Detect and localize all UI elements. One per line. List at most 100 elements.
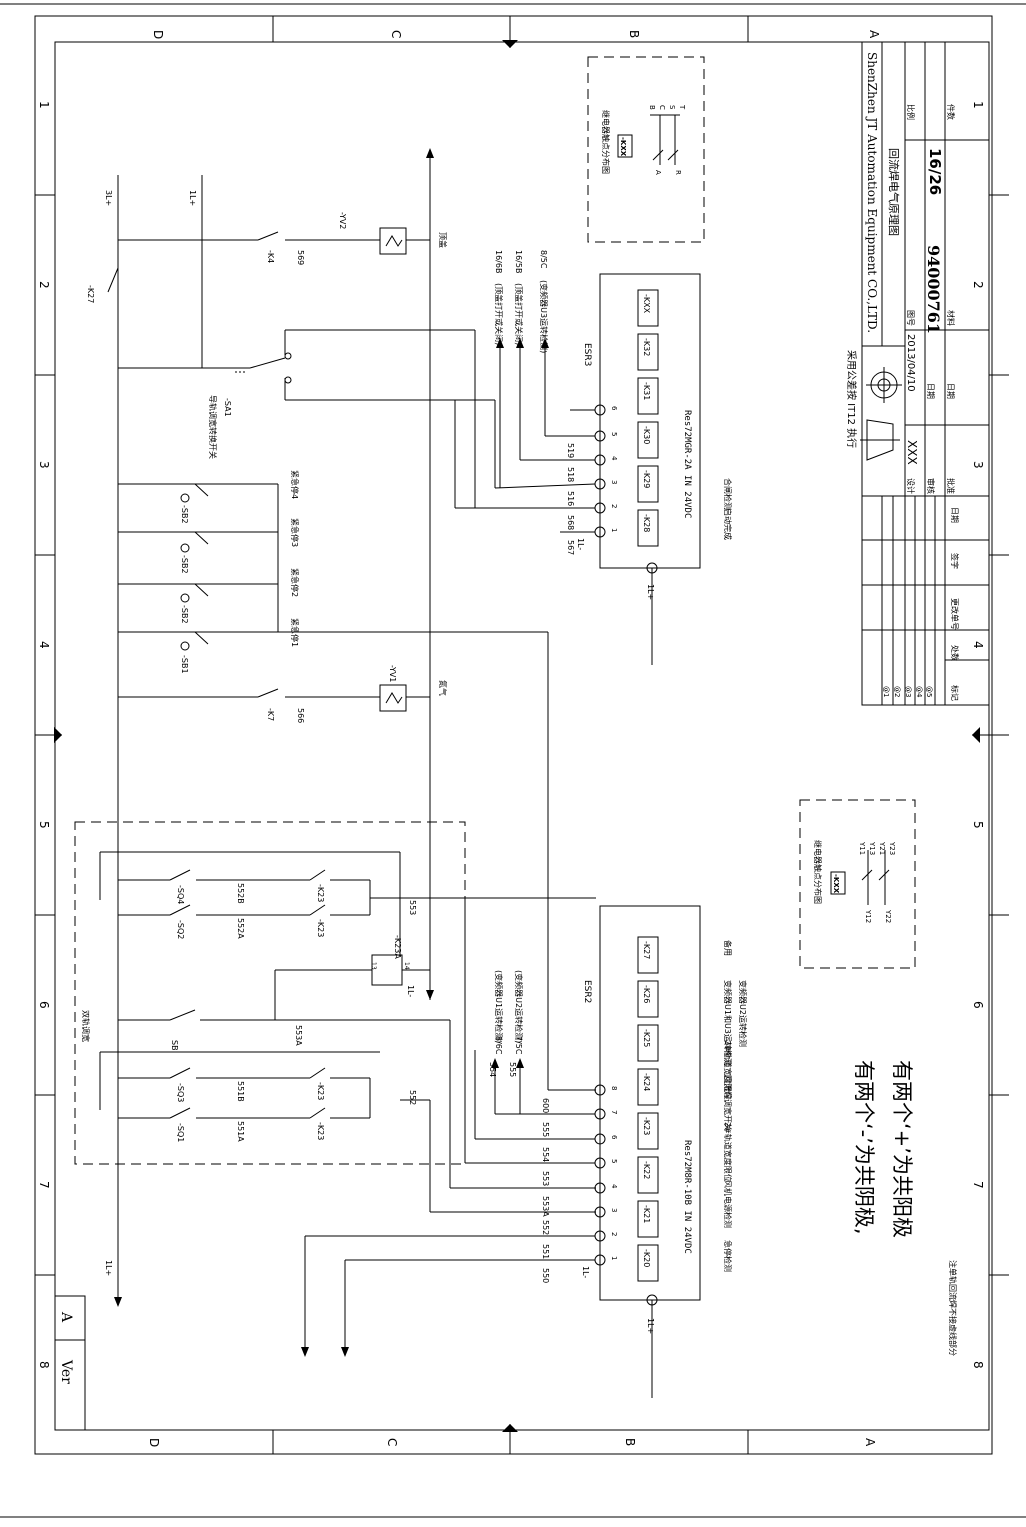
esr3-output-3-code: 8/5C	[539, 250, 548, 269]
k4-label: -K4	[266, 250, 275, 263]
esr2-positive-label: 1L+	[646, 1318, 655, 1334]
wire-569: 569	[296, 250, 305, 265]
esr2-output-1-desc: (变频器U1运转检测)	[494, 970, 504, 1043]
zone-letter-bottom-d: D	[147, 1438, 161, 1447]
emergency-stop-chain: -SB2 -SB2 -SB2 -SB1 紧急停4 紧急停3 紧急停2 紧急停1	[118, 470, 596, 1091]
esr3-terminal-2: 2	[610, 504, 618, 508]
zone-letter-bottom-b: B	[623, 1438, 637, 1446]
esr2-relay-k22: -K22	[642, 1161, 651, 1179]
rail-label-1lplus-top: 1L+	[188, 190, 197, 206]
yv1-note: 氮气	[438, 680, 448, 696]
sq1-label: -SQ1	[176, 1123, 185, 1142]
esr3-relay-k30: -K30	[642, 426, 651, 444]
zone-number-right-2: 2	[971, 281, 985, 289]
dual-track-label: 双轨调宽	[81, 1010, 91, 1042]
material-label: 材料	[946, 310, 956, 326]
zone-letter-bottom-c: C	[385, 1438, 399, 1446]
sa1-label: -SA1	[223, 398, 232, 417]
esr2-terminal-4: 4	[610, 1184, 618, 1189]
wire-553: 553	[408, 900, 417, 915]
esr3-relay-kxx: -KXX	[642, 294, 651, 314]
circuit-k4-yv2: -K4 569 -YV2 顶盖	[118, 212, 448, 265]
esr2-wire-552: 552	[541, 1220, 550, 1235]
esr3-wire-516: 516	[566, 491, 575, 506]
date-label-1: 日期	[926, 383, 935, 399]
esr3-terminal-6: 6	[610, 406, 618, 411]
esr3-terminal-5: 5	[610, 432, 618, 436]
wire-551b: 551B	[236, 1081, 245, 1102]
note-common-anode: 有两个‘+’为共阳极	[890, 1060, 914, 1238]
power-rails	[114, 148, 434, 1307]
esr2-negative-label: 1L-	[581, 1266, 590, 1278]
relay-chart-2-pin-y12: Y12	[864, 909, 872, 923]
zone-number-right-5: 5	[971, 821, 985, 829]
k7-label: -K7	[266, 708, 275, 721]
yv2-note: 顶盖	[438, 232, 448, 248]
sq2-label: -SQ2	[176, 920, 185, 939]
k23-label-1: -K23	[316, 884, 325, 902]
wire-566: 566	[296, 708, 305, 723]
esr3-terminal-3: 3	[610, 480, 618, 484]
k23a-pin-13: 13	[370, 962, 377, 970]
zone-number-right-4: 4	[971, 641, 985, 649]
esr3-output-3-desc: (变频器U3运转检测)	[539, 280, 549, 353]
relay-contact-chart-2: 继电器触点分布图 -KXX Y12 Y22 Y11 Y13 Y21 Y23	[799, 799, 916, 969]
drawing-title: 回流焊电气原理图	[887, 148, 901, 236]
sb2-label-1: -SB2	[180, 505, 189, 524]
zone-ticks	[35, 16, 1009, 1454]
esr3-wire-568: 568	[566, 515, 575, 530]
esr2-relay-k24: -K24	[642, 1073, 651, 1091]
review-label: 审核	[926, 478, 936, 494]
relay-chart-1-coil: -KXX	[619, 137, 627, 157]
esr2-terminal-6: 6	[610, 1135, 618, 1140]
zone-number-left-1: 1	[37, 101, 51, 109]
projection-text: 采用公差按 IT12 执行	[845, 350, 858, 448]
design-label: 设计	[906, 478, 916, 494]
zone-letter-top-c: C	[389, 30, 403, 38]
relay-chart-1-pin-b: B	[648, 105, 656, 110]
rev-row-2: @2	[893, 686, 901, 697]
sq4-label: -SQ4	[176, 885, 185, 904]
esr2-output-1-code: 8/6C	[494, 1036, 503, 1055]
esr3-model: Res72MGR-2A IN 24VDC	[682, 410, 692, 518]
k23-label-3: -K23	[316, 1082, 325, 1100]
outer-frame	[34, 15, 993, 1455]
esr3-negative-label: 1L-	[576, 538, 585, 550]
esr3-label-2: 合闸检测	[723, 478, 733, 510]
relay-chart-2-pin-y21: Y21	[878, 841, 886, 855]
sb1-label: -SB1	[180, 655, 189, 674]
version-label: Ver	[58, 1359, 74, 1384]
esr3-wire-567: 567	[566, 540, 575, 555]
version-value: A	[58, 1311, 74, 1323]
esr2-side-wire-555: 555	[508, 1062, 517, 1077]
yv1-label: -YV1	[388, 665, 397, 682]
note-single-track: 注单轨回流焊不接虚线部分	[948, 1260, 958, 1356]
zone-number-right-8: 8	[971, 1361, 985, 1369]
esr2-wire-555: 555	[541, 1122, 550, 1137]
zone-letter-top-b: B	[627, 30, 641, 38]
esr3-terminal-1: 1	[610, 528, 618, 532]
wire-553a: 553A	[294, 1025, 303, 1046]
rev-col-order: 更改单号	[950, 598, 960, 630]
yv2-label: -YV2	[338, 212, 347, 229]
sb2-label-2: -SB2	[180, 555, 189, 574]
zone-number-left-6: 6	[37, 1001, 51, 1009]
esr2-relay-k20: -K20	[642, 1249, 651, 1267]
scale-label: 比例	[906, 104, 916, 120]
rail-label-3lplus: 3L+	[104, 190, 113, 206]
relay-chart-1-pin-r: R	[674, 170, 682, 175]
esr2-side-wire-554: 554	[488, 1062, 497, 1077]
zone-number-left-8: 8	[37, 1361, 51, 1369]
esr2-relay-k23: -K23	[642, 1117, 651, 1135]
esr2-terminal-7: 7	[610, 1110, 618, 1114]
esr2-relay-k25: -K25	[642, 1029, 651, 1047]
zone-number-right-7: 7	[971, 1181, 985, 1189]
sq3-label: -SQ3	[176, 1083, 185, 1102]
esr3-wire-518: 518	[566, 467, 575, 482]
esr2-label-4: 回流焊调宽开关	[723, 1075, 733, 1131]
zone-number-right-3: 3	[971, 461, 985, 469]
esr2-label-5: 2#轨道宽度限位	[723, 1040, 733, 1100]
coil-negative-label: 1L-	[406, 985, 415, 997]
k23-label-4: -K23	[316, 1122, 325, 1140]
